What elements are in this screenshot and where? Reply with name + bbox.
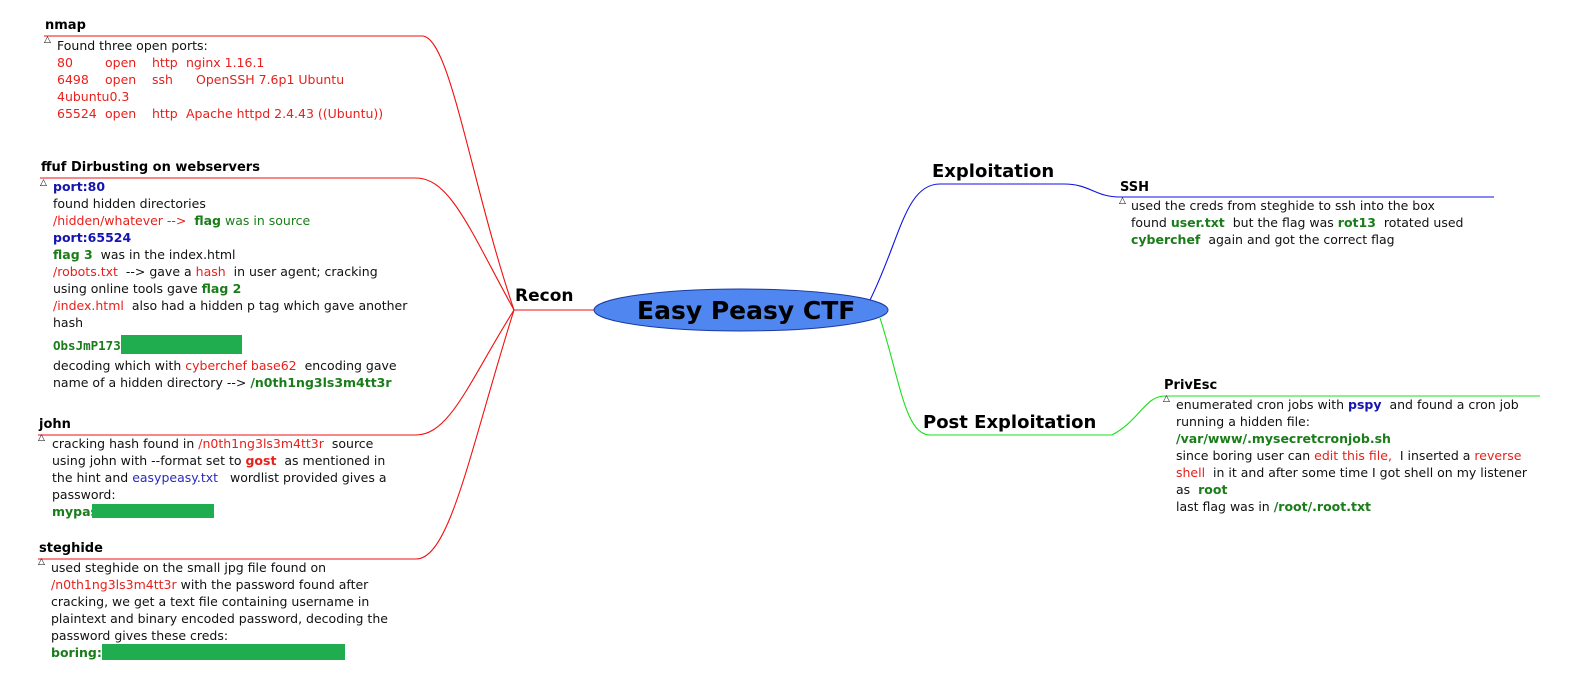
john-line3: the hint and easypeasy.txt wordlist prov…: [52, 470, 387, 485]
ssh-line2: found user.txt but the flag was rot13 ro…: [1131, 215, 1464, 230]
connector-privesc: [1111, 395, 1540, 436]
ssh-line1: used the creds from steghide to ssh into…: [1131, 198, 1435, 213]
steghide-line4: plaintext and binary encoded password, d…: [51, 611, 388, 626]
connector-nmap: [44, 35, 515, 311]
hidden-path-line: /hidden/whatever --> flag was in source: [53, 213, 311, 228]
nmap-node[interactable]: nmap: [45, 18, 86, 33]
steghide-line1: used steghide on the small jpg file foun…: [51, 560, 327, 575]
redaction-block: [101, 644, 345, 660]
nmap-intro: Found three open ports:: [57, 38, 208, 53]
hash-line: hash: [53, 315, 84, 330]
collapse-triangle-icon[interactable]: △: [1119, 196, 1126, 206]
steghide-node[interactable]: steghide: [39, 541, 103, 556]
ssh-node[interactable]: SSH: [1120, 180, 1150, 195]
post-exploitation-node[interactable]: Post Exploitation: [923, 412, 1097, 433]
connector-post: [879, 317, 1112, 436]
redaction-block: [92, 504, 214, 518]
ffuf-note: port:80 found hidden directories /hidden…: [53, 178, 407, 391]
steghide-line5: password gives these creds:: [51, 628, 229, 643]
redaction-block: [120, 335, 242, 354]
online-tools-line: using online tools gave flag 2: [53, 281, 242, 296]
privesc-line4: since boring user can edit this file, I …: [1176, 448, 1522, 463]
john-password-line: mypas: [52, 503, 387, 520]
connector-john: [38, 309, 515, 436]
port65524-label: port:65524: [53, 230, 132, 245]
port-row-wrap: 4ubuntu0.3: [57, 89, 130, 104]
steghide-line2: /n0th1ng3ls3m4tt3r with the password fou…: [51, 577, 369, 592]
privesc-line5: shell in it and after some time I got sh…: [1176, 465, 1528, 480]
collapse-triangle-icon[interactable]: △: [38, 433, 45, 443]
collapse-triangle-icon[interactable]: △: [44, 35, 51, 45]
connector-ssh: [1063, 183, 1494, 198]
decoding-line: decoding which with cyberchef base62 enc…: [53, 358, 397, 373]
center-node-shape[interactable]: [593, 288, 889, 332]
privesc-line6: as root: [1176, 482, 1228, 497]
cron-path: /var/www/.mysecretcronjob.sh: [1176, 431, 1391, 446]
exploitation-connectors: [869, 183, 1494, 301]
john-note: cracking hash found in /n0th1ng3ls3m4tt3…: [52, 435, 387, 520]
collapse-triangle-icon[interactable]: △: [38, 557, 45, 567]
privesc-line7: last flag was in /root/.root.txt: [1176, 499, 1371, 514]
recon-node[interactable]: Recon: [515, 286, 574, 306]
robots-line: /robots.txt --> gave a hash in user agen…: [53, 264, 378, 279]
collapse-triangle-icon[interactable]: △: [1163, 394, 1170, 404]
privesc-note: enumerated cron jobs with pspy and found…: [1176, 396, 1527, 515]
index-line: /index.html also had a hidden p tag whic…: [53, 298, 408, 313]
connector-steghide: [38, 309, 515, 560]
center-node-label[interactable]: Easy Peasy CTF: [637, 296, 856, 325]
port80-label: port:80: [53, 179, 106, 194]
ssh-line3: cyberchef again and got the correct flag: [1131, 232, 1395, 247]
connector-ffuf: [40, 177, 515, 311]
recon-connectors: [38, 35, 596, 560]
john-line1: cracking hash found in /n0th1ng3ls3m4tt3…: [52, 436, 374, 451]
steghide-note: used steghide on the small jpg file foun…: [51, 559, 388, 661]
exploitation-node[interactable]: Exploitation: [932, 161, 1055, 182]
hidden-dir-line: name of a hidden directory --> /n0th1ng3…: [53, 375, 392, 390]
john-line4: password:: [52, 487, 116, 502]
hidden-dirs-text: found hidden directories: [53, 196, 206, 211]
john-node[interactable]: john: [39, 417, 71, 432]
privesc-node[interactable]: PrivEsc: [1164, 378, 1218, 393]
flag3-line: flag 3 was in the index.html: [53, 247, 236, 262]
post-connectors: [879, 317, 1540, 436]
privesc-line2: running a hidden file:: [1176, 414, 1310, 429]
steghide-line3: cracking, we get a text file containing …: [51, 594, 370, 609]
collapse-triangle-icon[interactable]: △: [40, 178, 47, 188]
john-line2: using john with --format set to gost as …: [52, 453, 386, 468]
privesc-line1: enumerated cron jobs with pspy and found…: [1176, 397, 1519, 412]
steghide-creds-line: boring:: [51, 644, 388, 661]
ssh-note: used the creds from steghide to ssh into…: [1131, 197, 1464, 248]
ffuf-node[interactable]: ffuf Dirbusting on webservers: [41, 160, 260, 175]
encoded-hash-line: ObsJmP173: [53, 335, 407, 356]
connector-exploitation: [869, 183, 1064, 301]
